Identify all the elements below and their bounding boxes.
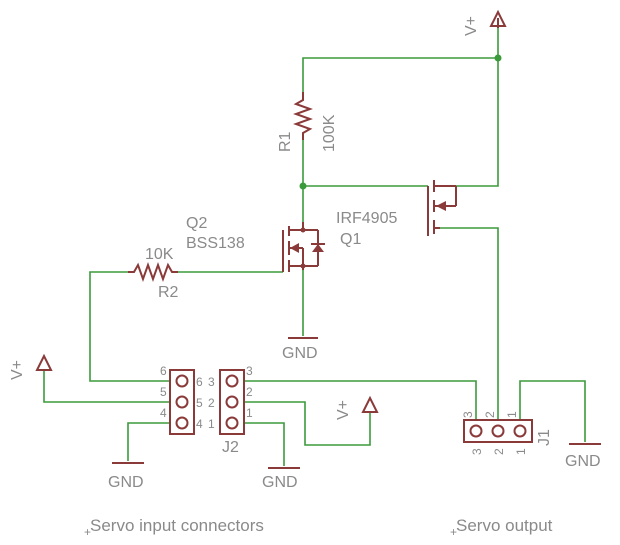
- j2-pin: 3: [208, 375, 215, 389]
- origin-cross: +: [84, 525, 91, 539]
- resistor-r2: 10K R2: [128, 246, 179, 301]
- header-right-pin: 5: [196, 396, 203, 410]
- header-left-pin: 4: [160, 406, 167, 420]
- wires: [43, 28, 586, 466]
- vplus-label: V+: [335, 400, 352, 420]
- resistor-r1: R1 100K: [277, 92, 338, 152]
- gnd-label: GND: [282, 345, 318, 362]
- wire-q1-drain: [440, 227, 499, 420]
- j2-ref: J2: [222, 439, 239, 456]
- wire-vplus-left: [43, 370, 170, 403]
- j2-pin: 1: [208, 417, 215, 431]
- j1-ref: J1: [536, 429, 553, 446]
- junction-dot: [494, 54, 502, 62]
- j2-pin: 1: [246, 406, 253, 420]
- j1-pin: 1: [514, 448, 528, 455]
- q2-value: BSS138: [186, 235, 245, 252]
- wire-gnd-j2: [244, 422, 285, 466]
- header-left-pin: 6: [160, 364, 167, 378]
- gnd-label: GND: [262, 474, 298, 491]
- j1-pin: 3: [470, 448, 484, 455]
- gnd-symbol-j2: GND: [262, 467, 300, 491]
- wire-signal-out: [244, 380, 477, 420]
- caption-servo-inputs: Servo input connectors: [90, 516, 264, 535]
- wire-gnd-j1: [519, 380, 586, 442]
- gnd-symbol-q2: GND: [282, 337, 318, 362]
- wire-top-rail: [302, 28, 499, 92]
- header-left-pin: 5: [160, 385, 167, 399]
- vplus-label: V+: [9, 360, 26, 380]
- caption-servo-output: Servo output: [456, 516, 553, 535]
- j1-pin: 3: [461, 411, 475, 418]
- r1-value: 100K: [321, 114, 338, 152]
- j1-pin: 2: [492, 448, 506, 455]
- header-right-pin: 4: [196, 417, 203, 431]
- j2-pin: 3: [246, 364, 253, 378]
- vplus-symbol-top: V+: [463, 9, 507, 36]
- vplus-symbol-left: V+: [9, 353, 53, 380]
- gnd-symbol-j1: GND: [565, 443, 601, 470]
- r1-ref: R1: [277, 131, 294, 152]
- wire-vplus-right: [244, 401, 371, 446]
- gnd-label: GND: [108, 474, 144, 491]
- q1-ref: Q1: [340, 231, 361, 248]
- vplus-symbol-right: V+: [335, 395, 379, 420]
- input-header-left: 6 5 4 6 5 4: [160, 364, 203, 435]
- j2-pin: 2: [246, 385, 253, 399]
- mosfet-q1: IRF4905 Q1: [336, 180, 457, 248]
- header-right-pin: 6: [196, 375, 203, 389]
- r2-ref: R2: [158, 284, 179, 301]
- r2-value: 10K: [145, 246, 174, 263]
- vplus-label: V+: [463, 16, 480, 36]
- j2-pin: 2: [208, 396, 215, 410]
- gnd-label: GND: [565, 453, 601, 470]
- junction-dot: [299, 182, 307, 190]
- origin-cross: +: [450, 525, 457, 539]
- j1-pin: 2: [483, 411, 497, 418]
- connector-j1: 3 2 1 3 2 1 J1: [461, 411, 553, 455]
- q1-value: IRF4905: [336, 210, 397, 227]
- wire-gnd-left: [127, 422, 170, 461]
- mosfet-q2: Q2 BSS138: [186, 215, 325, 272]
- q2-ref: Q2: [186, 215, 207, 232]
- wire-q1-source: [440, 58, 499, 187]
- wire-r2-signal: [89, 271, 170, 382]
- connector-j2: 3 2 1 3 2 1 J2: [208, 364, 253, 456]
- j1-pin: 1: [505, 411, 519, 418]
- gnd-symbol-left: GND: [108, 462, 144, 491]
